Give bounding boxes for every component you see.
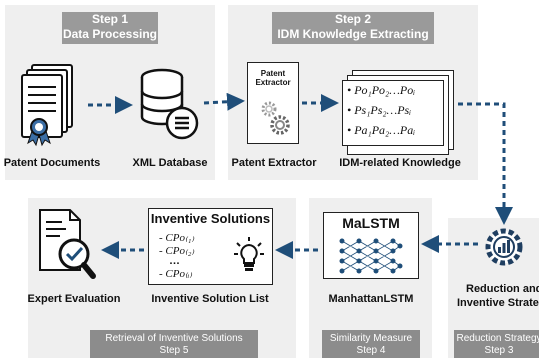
step5-footer-number: Step 5 [159, 345, 189, 356]
step2-header: Step 2 IDM Knowledge Extracting [272, 12, 434, 44]
solution-row: - CPo₍ᵢ₎ [159, 268, 193, 280]
step1-header-title: Data Processing [62, 27, 158, 41]
step5-footer-title: Retrieval of Inventive Solutions [105, 333, 243, 344]
knowledge-doc-front: • Po₁Po₂…Poᵢ • Ps₁Ps₂…Psᵢ • Pa₁Pa₂…Paᵢ [342, 80, 444, 146]
step3-footer-number: Step 3 [484, 345, 514, 356]
patent-documents-icon [21, 64, 73, 147]
malstm-title: MaLSTM [342, 215, 400, 231]
manhattanlstm-label: ManhattanLSTM [328, 293, 414, 305]
step3-footer: Reduction Strategy Step 3 [454, 330, 539, 358]
arrow-knowledge-to-strategy [458, 102, 513, 225]
solution-list-label: Inventive Solution List [151, 293, 269, 305]
expert-evaluation-icon [39, 209, 96, 279]
patent-extractor-box-label: Patent Extractor [255, 69, 291, 87]
inventive-solutions-box: Inventive Solutions - CPo₍₁₎ - CPo₍₂₎ … … [148, 208, 273, 285]
step4-footer-title: Similarity Measure [329, 333, 413, 344]
expert-evaluation-label: Expert Evaluation [27, 293, 121, 305]
knowledge-row-text: Ps₁Ps₂…Psᵢ [354, 103, 412, 117]
step1-header: Step 1 Data Processing [62, 12, 158, 44]
solution-row: … [169, 255, 180, 267]
knowledge-row: • Po₁Po₂…Poᵢ [347, 83, 415, 98]
knowledge-row: • Ps₁Ps₂…Psᵢ [347, 103, 411, 118]
strategy-label-line2: Inventive Strategy [457, 297, 539, 309]
knowledge-row: • Pa₁Pa₂…Paᵢ [347, 123, 415, 138]
patent-extractor-label: Patent Extractor [231, 157, 317, 169]
lightbulb-icon [234, 237, 264, 271]
strategy-label: Reduction and Inventive Strategy [452, 282, 539, 310]
step4-footer-number: Step 4 [356, 345, 386, 356]
strategy-label-line1: Reduction and [466, 283, 539, 295]
solution-row: - CPo₍₂₎ [159, 245, 195, 257]
gears-icon [261, 101, 290, 135]
knowledge-row-text: Pa₁Pa₂…Paᵢ [354, 123, 416, 137]
xml-database-label: XML Database [132, 157, 208, 169]
knowledge-row-bullet: • [347, 103, 352, 117]
idm-knowledge-label: IDM-related Knowledge [339, 157, 461, 169]
knowledge-row-text: Po₁Po₂…Poᵢ [354, 83, 416, 97]
knowledge-row-bullet: • [347, 83, 352, 97]
step4-footer: Similarity Measure Step 4 [322, 330, 420, 358]
strategy-gear-icon [485, 228, 523, 266]
step2-header-title: IDM Knowledge Extracting [277, 27, 429, 41]
solution-row: - CPo₍₁₎ [159, 232, 195, 244]
step5-footer: Retrieval of Inventive Solutions Step 5 [90, 330, 258, 358]
malstm-box: MaLSTM [323, 212, 419, 279]
step2-header-number: Step 2 [334, 12, 371, 26]
patent-documents-label: Patent Documents [3, 157, 101, 169]
lstm-network-icon [339, 238, 403, 274]
patent-extractor-box: Patent Extractor [247, 62, 299, 144]
step3-footer-title: Reduction Strategy [456, 333, 539, 344]
arrow-xml-to-extractor [203, 92, 245, 111]
step1-header-number: Step 1 [91, 12, 128, 26]
inventive-solutions-title: Inventive Solutions [150, 211, 271, 226]
knowledge-row-bullet: • [347, 123, 352, 137]
xml-database-icon [140, 68, 199, 140]
